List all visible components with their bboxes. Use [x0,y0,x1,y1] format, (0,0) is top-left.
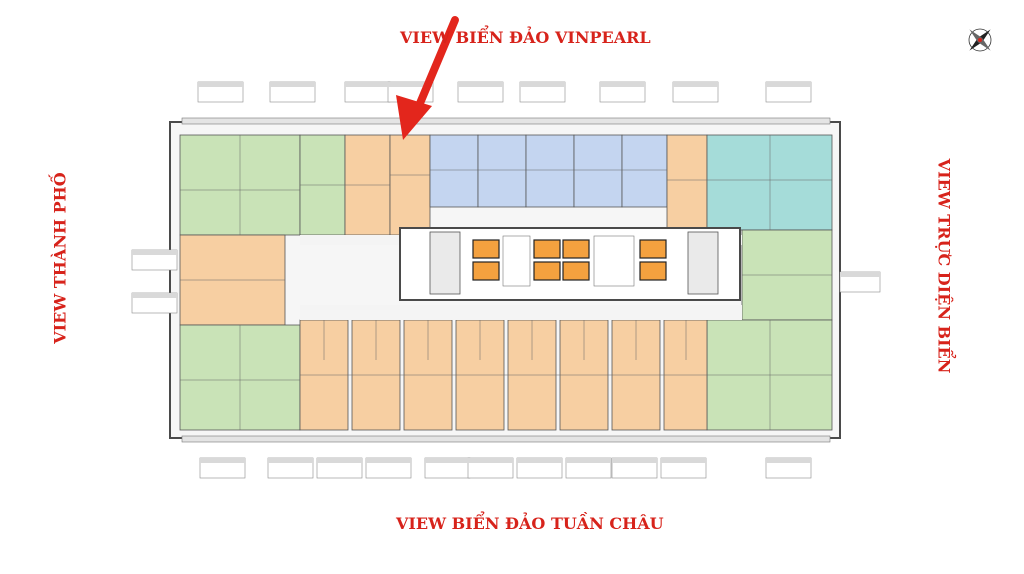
room-divisions [180,135,832,430]
apartment-unit [477,134,527,208]
compass-rose-icon [968,28,992,52]
elevator-shaft [562,261,590,281]
balcony-top [181,117,831,125]
apartment-unit [621,134,668,208]
elevator-shaft [472,239,500,259]
balcony-bottom [181,435,831,443]
apartment-unit [706,134,833,231]
elevator-lobby [502,235,531,287]
elevator-lobby [593,235,635,287]
elevator-shaft [533,261,561,281]
arrow-head [396,95,432,140]
elevator-core [399,227,741,301]
apartment-unit [429,134,479,208]
apartment-unit [573,134,623,208]
elevator-shaft [639,239,667,259]
apartment-unit [389,134,431,236]
view-label-bottom: VIEW BIỂN ĐẢO TUẦN CHÂU [396,514,664,533]
arrow-shaft [414,16,459,112]
elevator-shaft [562,239,590,259]
view-label-left: VIEW THÀNH PHỐ [50,172,70,344]
elevator-shaft [533,239,561,259]
highlight-arrow [396,16,459,140]
elevator-shaft [472,261,500,281]
view-label-top: VIEW BIỂN ĐẢO VINPEARL [400,28,651,47]
apartment-unit [525,134,575,208]
apartment-unit [666,134,708,236]
elevator-shaft [639,261,667,281]
stairwell-left [429,231,461,295]
corridor-bottom [300,305,742,320]
stairwell-right [687,231,719,295]
view-label-right: VIEW TRỰC DIỆN BIỂN [934,158,954,374]
unit-info-table-headers [132,82,880,463]
